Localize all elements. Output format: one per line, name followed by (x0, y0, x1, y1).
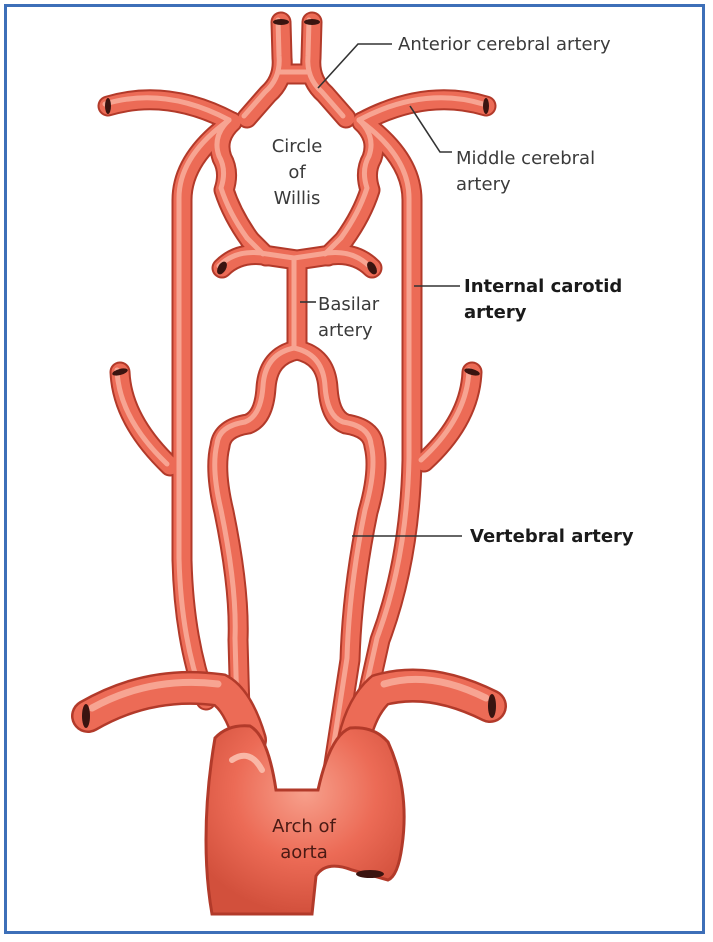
label-arch-of-aorta-line1: Arch of (272, 816, 336, 837)
leader-middle-cerebral (409, 105, 452, 153)
leader-lines (300, 43, 462, 537)
label-vertebral-artery: Vertebral artery (470, 526, 634, 547)
label-basilar-artery-line1: Basilar (318, 294, 380, 315)
label-anterior-cerebral-artery: Anterior cerebral artery (398, 34, 611, 55)
label-arch-of-aorta-line2: aorta (280, 842, 328, 863)
label-middle-cerebral-artery-line2: artery (456, 174, 511, 195)
label-internal-carotid-artery-line1: Internal carotid (464, 276, 622, 297)
label-middle-cerebral-artery-line1: Middle cerebral (456, 148, 595, 169)
label-internal-carotid-artery-line2: artery (464, 302, 527, 323)
leader-anterior-cerebral (317, 43, 392, 89)
label-circle-of-willis-line1: Circle (272, 136, 323, 157)
label-circle-of-willis-line3: Willis (274, 188, 321, 209)
label-basilar-artery-line2: artery (318, 320, 373, 341)
label-circle-of-willis-line2: of (288, 162, 306, 183)
vessel-cut-ends (82, 19, 496, 878)
aorta-arch (204, 724, 406, 916)
subclavian-arteries (71, 668, 507, 757)
aorta-highlight (229, 752, 265, 773)
